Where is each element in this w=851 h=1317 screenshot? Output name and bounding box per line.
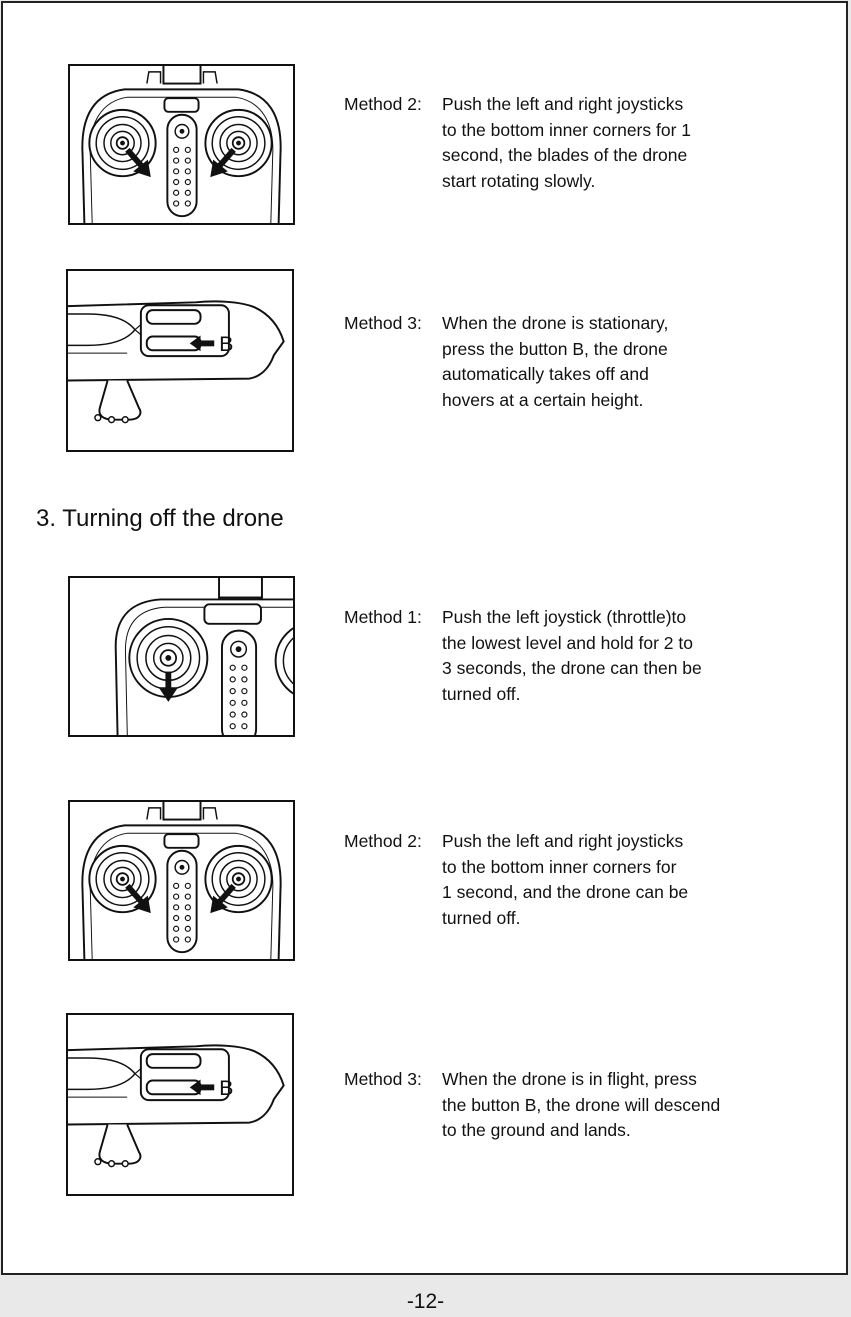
method-text-line: When the drone is in flight, press [442, 1069, 697, 1089]
method-text-line: to the ground and lands. [442, 1120, 631, 1140]
method-text-line: Push the left and right joysticks [442, 831, 684, 851]
section-heading: 3. Turning off the drone [36, 505, 284, 532]
method-label: Method 1: [344, 607, 422, 627]
method-text-line: to the bottom inner corners for [442, 856, 677, 877]
remote-side-button-figure: B [66, 269, 294, 452]
method-text-line: Push the left joystick (throttle)to [442, 607, 687, 627]
method-text-line: When the drone is stationary, [442, 313, 669, 333]
remote-both-sticks-figure [68, 800, 295, 961]
method-label: Method 2: [344, 831, 422, 851]
button-b-label: B [219, 332, 233, 356]
method-text-line: turned off. [442, 683, 521, 704]
method-text-line: start rotating slowly. [442, 170, 596, 191]
method-text-line: turned off. [442, 907, 521, 928]
remote-side-button-figure: B [66, 1013, 294, 1196]
method-label: Method 3: [344, 1069, 422, 1089]
remote-controller-illustration [81, 66, 282, 223]
method-text-line: to the bottom inner corners for 1 [442, 119, 692, 140]
remote-controller-closeup-illustration [114, 578, 293, 735]
method-text-line: press the button B, the drone [442, 338, 668, 359]
method-text-line: Push the left and right joysticks [442, 94, 684, 114]
button-b-label: B [219, 1076, 233, 1100]
remote-side-view-illustration: B [68, 300, 285, 424]
method-text-line: the button B, the drone will descend [442, 1094, 721, 1115]
method-text-line: 3 seconds, the drone can then be [442, 658, 702, 678]
method-text-line: 1 second, and the drone can be [442, 882, 689, 902]
method-text-line: second, the blades of the drone [442, 145, 688, 165]
method-text-line: automatically takes off and [442, 364, 649, 384]
method-text-line: hovers at a certain height. [442, 389, 644, 410]
remote-side-view-illustration: B [68, 1044, 285, 1168]
method-label: Method 2: [344, 94, 422, 114]
remote-left-stick-figure [68, 576, 295, 737]
method-label: Method 3: [344, 313, 422, 333]
page-number: -12- [406, 1290, 445, 1313]
remote-controller-illustration [81, 802, 282, 959]
method-text-line: the lowest level and hold for 2 to [442, 632, 693, 653]
remote-both-sticks-figure [68, 64, 295, 225]
